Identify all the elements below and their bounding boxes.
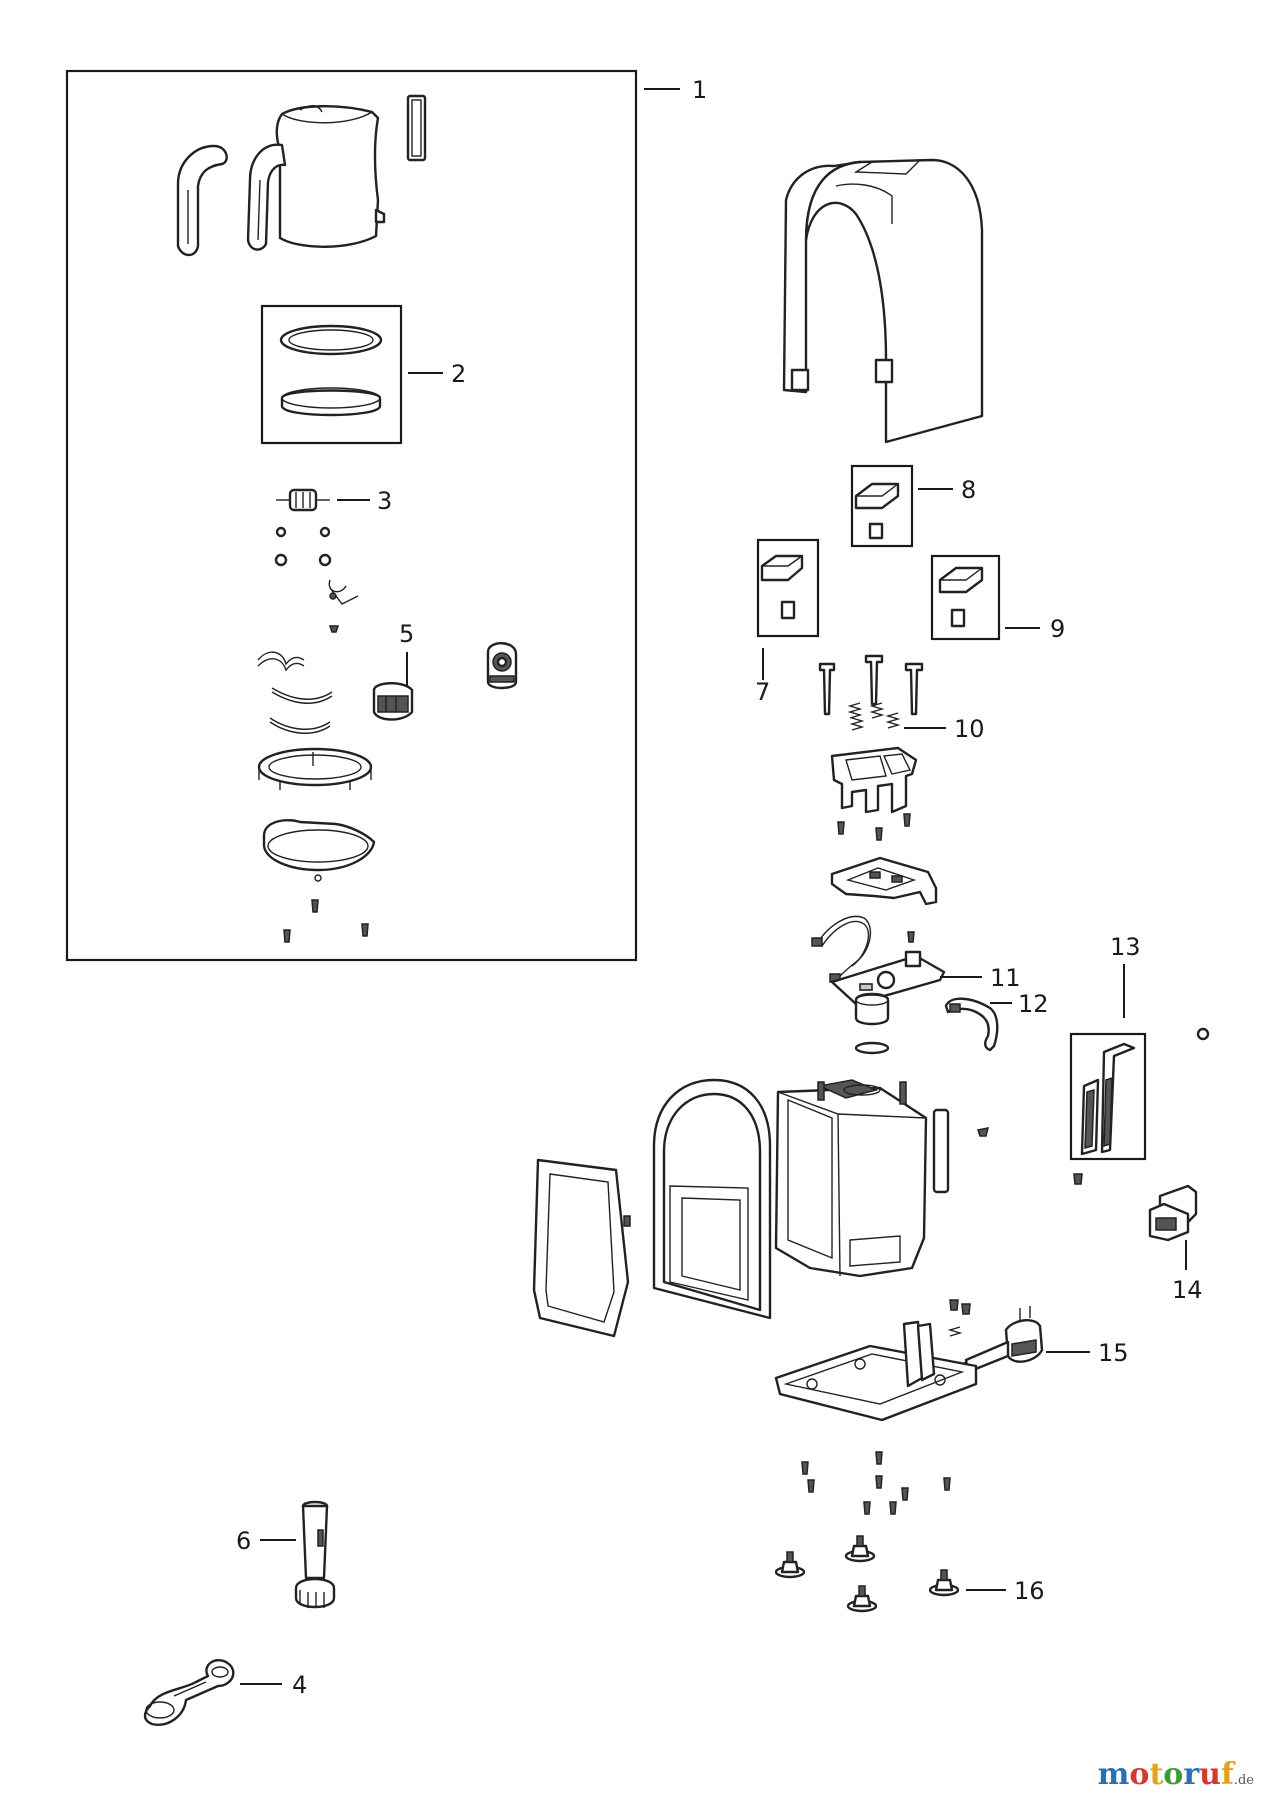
button-8 [854, 482, 900, 540]
power-plug [949, 1306, 1044, 1374]
callout-4: 4 [292, 1671, 307, 1699]
heater-base-ring [257, 747, 373, 790]
base-cup [262, 819, 376, 882]
screw [801, 1461, 809, 1475]
callout-1: 1 [692, 76, 707, 104]
part-8-frame [850, 464, 914, 548]
screw [889, 1501, 897, 1515]
pins [818, 654, 924, 716]
part-7-frame [756, 538, 820, 638]
screw [875, 1475, 883, 1489]
callout-8: 8 [961, 476, 976, 504]
callout-3: 3 [377, 487, 392, 515]
assembly-1-frame [65, 69, 638, 962]
front-panel-arched [652, 1078, 772, 1320]
connector [1148, 1184, 1198, 1242]
screw [977, 1127, 990, 1137]
part-9-frame [930, 554, 1001, 641]
callout-16: 16 [1014, 1577, 1045, 1605]
rear-frame-panel [532, 1158, 631, 1338]
screw [949, 1299, 959, 1311]
wires [257, 651, 333, 734]
screw [943, 1477, 951, 1491]
main-housing [774, 1079, 928, 1278]
screw [311, 899, 319, 913]
screw [837, 821, 845, 835]
screw [901, 1487, 909, 1501]
wire-small [328, 579, 359, 605]
screw [1073, 1173, 1083, 1185]
watermark-logo: motoruf.de [1097, 1757, 1254, 1792]
screw [907, 931, 915, 943]
screw [283, 929, 291, 943]
callout-13: 13 [1110, 933, 1141, 961]
control-frame [830, 856, 938, 906]
seal-rings [279, 324, 383, 417]
switch [372, 682, 414, 721]
side-window [932, 1108, 950, 1194]
screw [961, 1303, 971, 1315]
screw [875, 827, 883, 841]
screw [807, 1479, 815, 1493]
measuring-spoon [143, 1659, 235, 1726]
callout-14: 14 [1172, 1276, 1203, 1304]
callout-9: 9 [1050, 615, 1065, 643]
thermostat [276, 488, 330, 512]
part-2-frame [260, 304, 403, 445]
callout-2: 2 [451, 360, 466, 388]
handle-part [176, 144, 228, 257]
screw [361, 923, 369, 937]
base-plate [774, 1320, 978, 1422]
bush-and-ring [854, 992, 890, 1055]
screw [328, 625, 340, 633]
screw [863, 1501, 871, 1515]
callout-15: 15 [1098, 1339, 1129, 1367]
pcb-board [830, 950, 946, 1006]
callout-7: 7 [755, 678, 770, 706]
cable-clip [944, 997, 999, 1052]
screw [903, 813, 911, 827]
button-9 [938, 566, 984, 628]
light-guides [1080, 1042, 1136, 1156]
top-cover-housing [782, 158, 984, 444]
button-7 [760, 554, 804, 620]
callout-6: 6 [236, 1527, 251, 1555]
springs [847, 702, 901, 731]
pcb-wire [817, 915, 872, 979]
callout-11: 11 [990, 964, 1021, 992]
indicator-button [486, 642, 518, 690]
callout-12: 12 [1018, 990, 1049, 1018]
screw [875, 1451, 883, 1465]
button-carrier [830, 746, 918, 814]
kettle-jug [246, 105, 386, 251]
screw [1196, 1027, 1210, 1041]
tamper [294, 1500, 336, 1609]
level-window [406, 94, 427, 162]
part-13-frame [1069, 1032, 1147, 1161]
callout-5: 5 [399, 620, 414, 648]
rubber-feet [774, 1535, 960, 1613]
callout-10: 10 [954, 715, 985, 743]
nuts [274, 526, 332, 567]
